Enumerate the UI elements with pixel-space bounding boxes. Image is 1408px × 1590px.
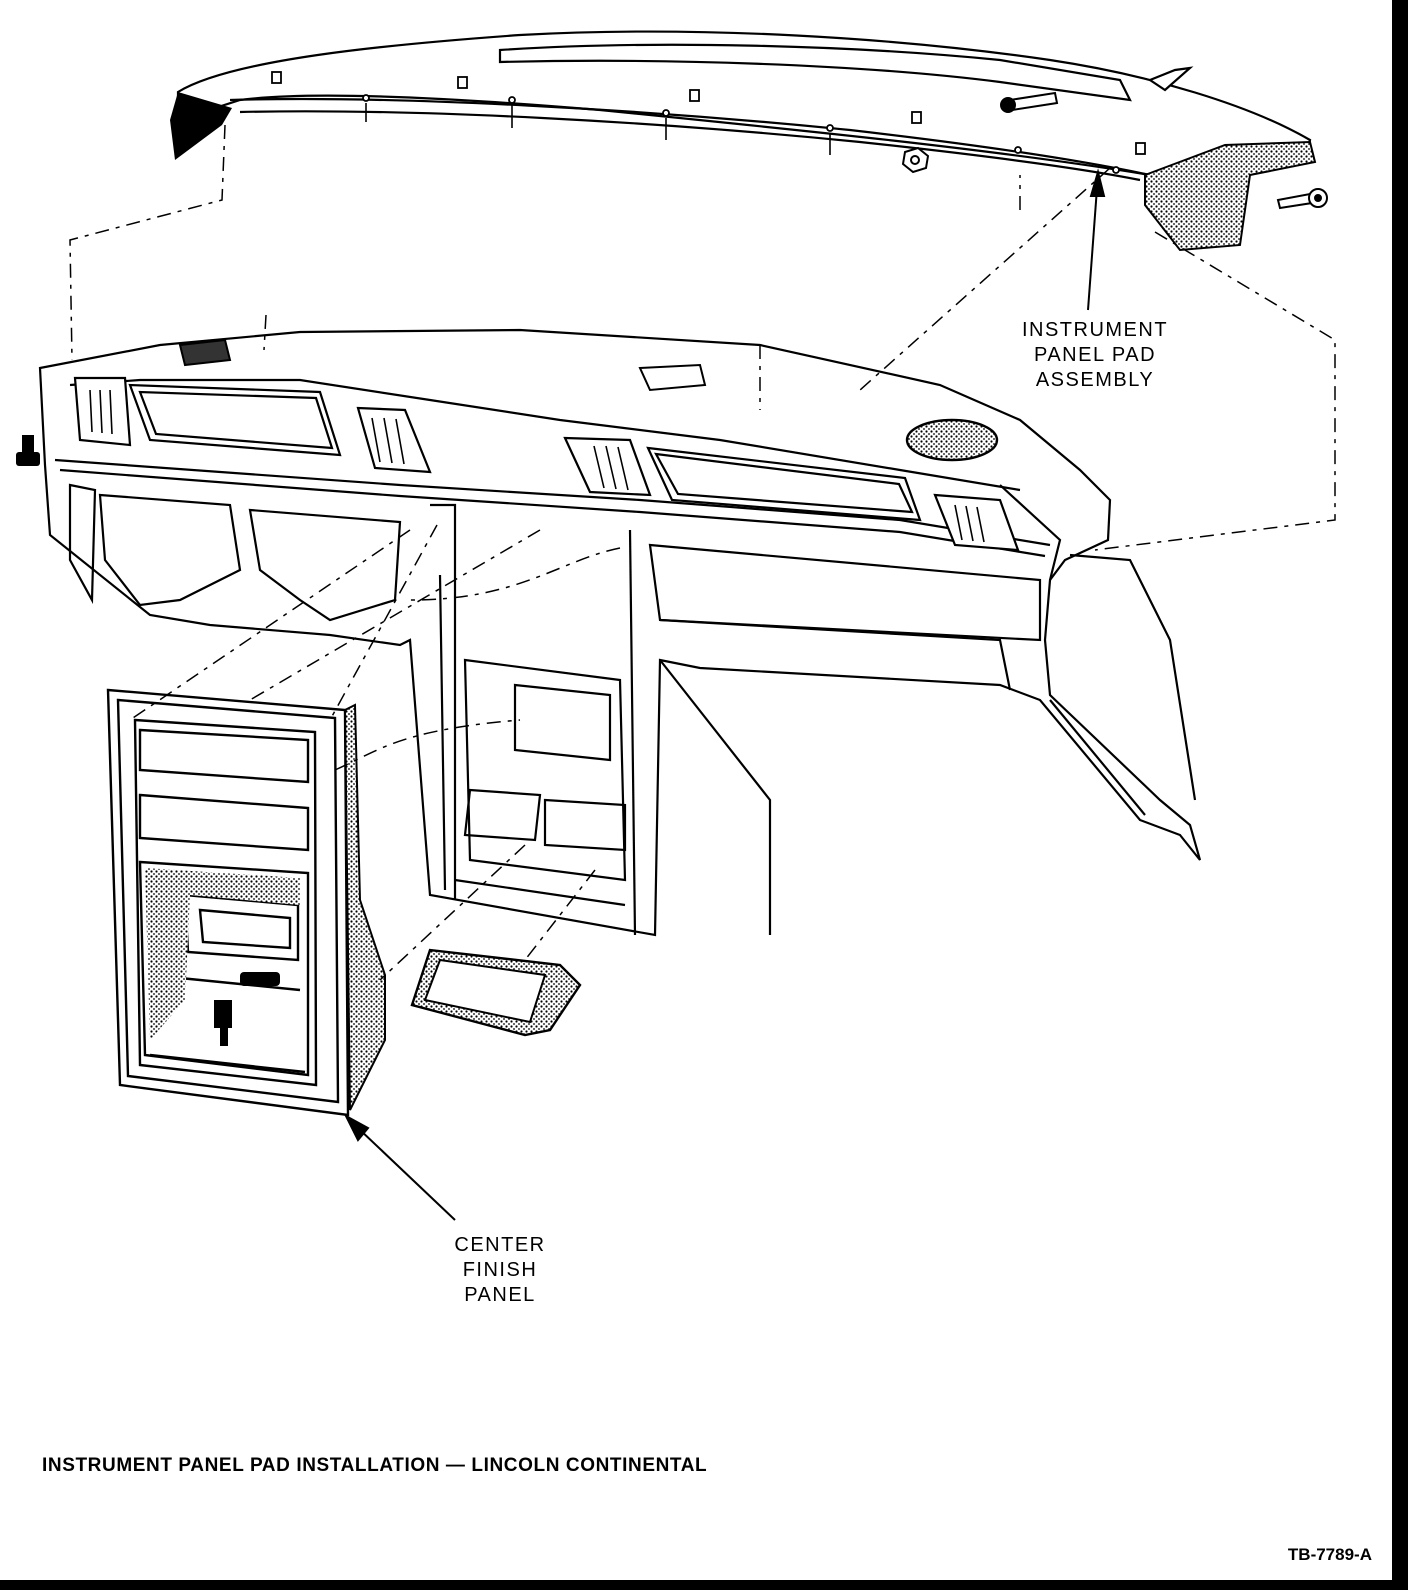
side-screw-icon xyxy=(1276,188,1328,210)
center-panel-side xyxy=(343,703,386,1111)
speaker-grille-icon xyxy=(905,418,999,462)
bezel-insert xyxy=(410,948,582,1037)
nut-icon xyxy=(901,146,930,174)
pad-assembly-label: INSTRUMENT PANEL PAD ASSEMBLY xyxy=(1015,318,1175,393)
pad-screw-icon xyxy=(1000,91,1059,113)
instrument-panel-body xyxy=(38,328,1202,937)
pad-label-line-3: ASSEMBLY xyxy=(1035,369,1155,391)
left-screw-icon xyxy=(16,435,40,466)
pad-left-end xyxy=(170,92,232,160)
center-finish-panel xyxy=(106,688,350,1117)
center-label-line-3: PANEL xyxy=(464,1284,536,1306)
center-label-line-1: CENTER xyxy=(454,1234,546,1256)
center-panel-knob-icon xyxy=(214,972,280,1046)
center-label-line-2: FINISH xyxy=(462,1259,538,1281)
center-finish-panel-label: CENTER FINISH PANEL xyxy=(440,1233,560,1308)
pad-label-line-1: INSTRUMENT xyxy=(1021,319,1169,341)
pad-label-line-2: PANEL PAD xyxy=(1033,344,1157,366)
alignment-lines xyxy=(69,124,1336,981)
pad-leader-arrow xyxy=(1087,168,1106,311)
instrument-panel-pad xyxy=(176,30,1312,182)
dash-vents xyxy=(89,389,985,543)
defroster-clip-icon xyxy=(178,338,707,392)
right-border xyxy=(1392,0,1408,1590)
figure-caption: INSTRUMENT PANEL PAD INSTALLATION — LINC… xyxy=(42,1455,708,1476)
tick-marks xyxy=(365,103,831,155)
center-panel-shading xyxy=(145,868,300,1040)
pad-clips xyxy=(271,71,1146,174)
pad-right-end-bracket xyxy=(1144,140,1317,252)
figure-id: TB-7789-A xyxy=(1287,1545,1372,1564)
center-leader-arrow xyxy=(343,1113,456,1221)
bottom-border xyxy=(0,1580,1408,1590)
